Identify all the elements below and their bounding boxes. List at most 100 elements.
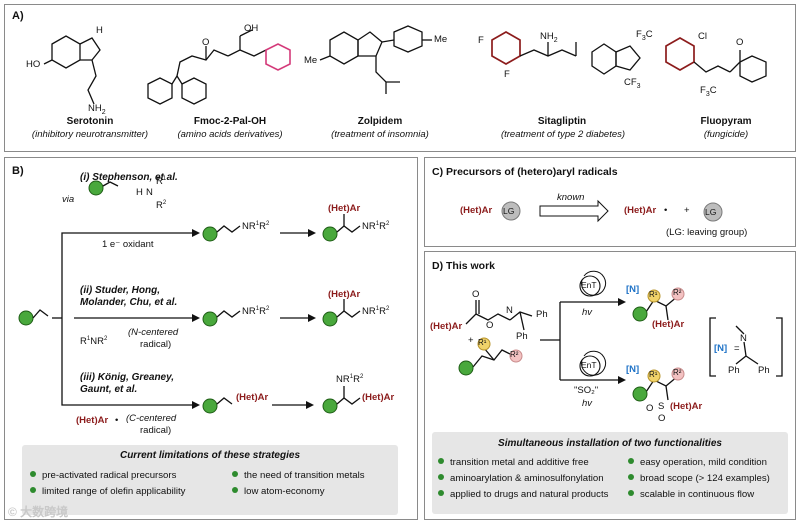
route-i-intermediate-nr: NR1R2 — [242, 221, 270, 233]
molecule-name-zolpidem: Zolpidem — [357, 116, 403, 127]
serotonin-nh2: NH2 — [88, 103, 106, 116]
alkene-r1: R¹ — [478, 338, 487, 347]
panel-c-lg-product: LG — [705, 207, 717, 217]
feature-item: broad scope (> 124 examples) — [628, 474, 770, 484]
so2-label: "SO₂" — [574, 385, 599, 396]
sitagliptin-f-bottom: F — [504, 69, 510, 80]
serotonin-structure — [43, 35, 101, 105]
route-i-h: H — [136, 187, 143, 198]
product2-r2: R² — [673, 368, 682, 377]
route-ii-intermediate-nr: NR1R2 — [242, 306, 270, 318]
panel-c-dot: • — [664, 205, 668, 216]
fluopyram-f3c-bottom: F3C — [700, 85, 717, 98]
hv-label-top: hv — [582, 307, 593, 318]
route-iii-note-2: radical) — [140, 425, 172, 436]
limitation-item: limited range of olefin applicability — [30, 487, 185, 497]
molecule-desc-serotonin: (inhibitory neurotransmitter) — [31, 129, 149, 140]
feature-item: applied to drugs and natural products — [438, 490, 608, 500]
fmoc-o: O — [202, 37, 210, 48]
route-i-r2: R2 — [156, 200, 167, 212]
route-i-r1: R1 — [156, 176, 167, 188]
route-i-product-nr: NR1R2 — [362, 221, 390, 233]
route-iii-product-nr: NR1R2 — [336, 374, 364, 386]
molecule-name-fluopyram: Fluopyram — [700, 116, 752, 127]
limitation-item: the need of transition metals — [232, 471, 365, 481]
feature-item: scalable in continuous flow — [628, 490, 754, 500]
bracket-n: N — [740, 333, 747, 344]
fluopyram-structure — [665, 37, 767, 83]
molecule-desc-fluopyram: (fungicide) — [703, 129, 749, 140]
panel-b-label: B) — [12, 165, 24, 177]
reagent-n: N — [506, 305, 513, 316]
route-ii-title-1: (ii) Studer, Hong, — [80, 285, 160, 296]
zolpidem-me-right: Me — [434, 34, 448, 45]
route-i-via: via — [62, 194, 75, 205]
limitation-item: pre-activated radical precursors — [30, 471, 176, 481]
product2-n: [N] — [626, 364, 640, 375]
route-i-product-hetar: (Het)Ar — [328, 203, 361, 214]
molecule-name-sitagliptin: Sitagliptin — [537, 116, 587, 127]
feature-item: aminoarylation & aminosulfonylation — [438, 474, 604, 484]
route-iii-radical-hetar: (Het)Ar — [76, 415, 109, 426]
serotonin-ho: HO — [26, 59, 41, 70]
panel-a — [4, 4, 796, 152]
route-iii-title-2: Gaunt, et al. — [80, 384, 138, 395]
alkene-r2: R² — [510, 350, 519, 359]
route-iii-product-hetar: (Het)Ar — [362, 392, 395, 403]
molecule-desc-zolpidem: (treatment of insomnia) — [331, 129, 429, 140]
reagent-ph-1: Ph — [536, 309, 548, 320]
route-i-n: N — [146, 187, 153, 198]
panel-d-label: D) This work — [432, 260, 496, 272]
zolpidem-me-left: Me — [304, 55, 318, 66]
bracket-eq: = — [734, 343, 740, 354]
product2-s: S — [658, 401, 665, 412]
fmoc-oh: OH — [244, 23, 259, 34]
route-iii-title-1: (iii) König, Greaney, — [80, 372, 175, 383]
molecule-desc-fmoc: (amino acids derivatives) — [177, 129, 283, 140]
panel-c-hetar-reactant: (Het)Ar — [460, 205, 493, 216]
fluopyram-f3c-top: F3C — [636, 29, 653, 42]
ent-label-bottom: EnT — [581, 360, 597, 370]
product2-o-2: O — [658, 413, 666, 424]
reagent-plus: + — [468, 335, 474, 346]
panel-c-note: (LG: leaving group) — [666, 227, 748, 238]
serotonin-nh: H — [96, 25, 103, 36]
route-iii-note-1: (C-centered — [126, 413, 177, 424]
fluopyram-cl: Cl — [698, 31, 707, 42]
features-title: Simultaneous installation of two functio… — [498, 438, 722, 449]
panel-c — [424, 157, 796, 247]
route-i-conditions: 1 e⁻ oxidant — [102, 239, 154, 250]
product1-r1: R¹ — [649, 290, 658, 299]
route-ii-radical-n: R1NR2 — [80, 336, 108, 348]
route-ii-title-2: Molander, Chu, et al. — [80, 297, 178, 308]
route-i-title: (i) Stephenson, et al. — [80, 172, 178, 183]
bracket-ph-1: Ph — [728, 365, 740, 376]
panel-c-known: known — [557, 192, 585, 203]
reagent-ph-2: Ph — [516, 331, 528, 342]
feature-item: easy operation, mild condition — [628, 458, 767, 468]
watermark: © 大数跨境 — [8, 505, 69, 519]
limitations-title: Current limitations of these strategies — [119, 450, 301, 461]
molecule-desc-sitagliptin: (treatment of type 2 diabetes) — [500, 129, 626, 140]
route-iii-intermediate-hetar: (Het)Ar — [236, 392, 269, 403]
route-ii-note-1: (N-centered — [128, 327, 179, 338]
route-ii-product-hetar: (Het)Ar — [328, 289, 361, 300]
bracket-ph-2: Ph — [758, 365, 770, 376]
bracket-n-label: [N] — [714, 343, 728, 354]
molecule-name-serotonin: Serotonin — [66, 116, 114, 127]
sitagliptin-f-top: F — [478, 35, 484, 46]
reagent-hetar: (Het)Ar — [430, 321, 463, 332]
product2-hetar: (Het)Ar — [670, 401, 703, 412]
sitagliptin-structure — [491, 31, 641, 75]
reagent-o-ester: O — [486, 320, 494, 331]
fluopyram-o: O — [736, 37, 744, 48]
panel-c-plus: + — [684, 205, 690, 216]
panel-c-label: C) Precursors of (hetero)aryl radicals — [432, 166, 618, 178]
route-iii-radical-dot: • — [115, 415, 119, 426]
product1-r2: R² — [673, 288, 682, 297]
feature-item: transition metal and additive free — [438, 458, 589, 468]
product2-o-1: O — [646, 403, 654, 414]
